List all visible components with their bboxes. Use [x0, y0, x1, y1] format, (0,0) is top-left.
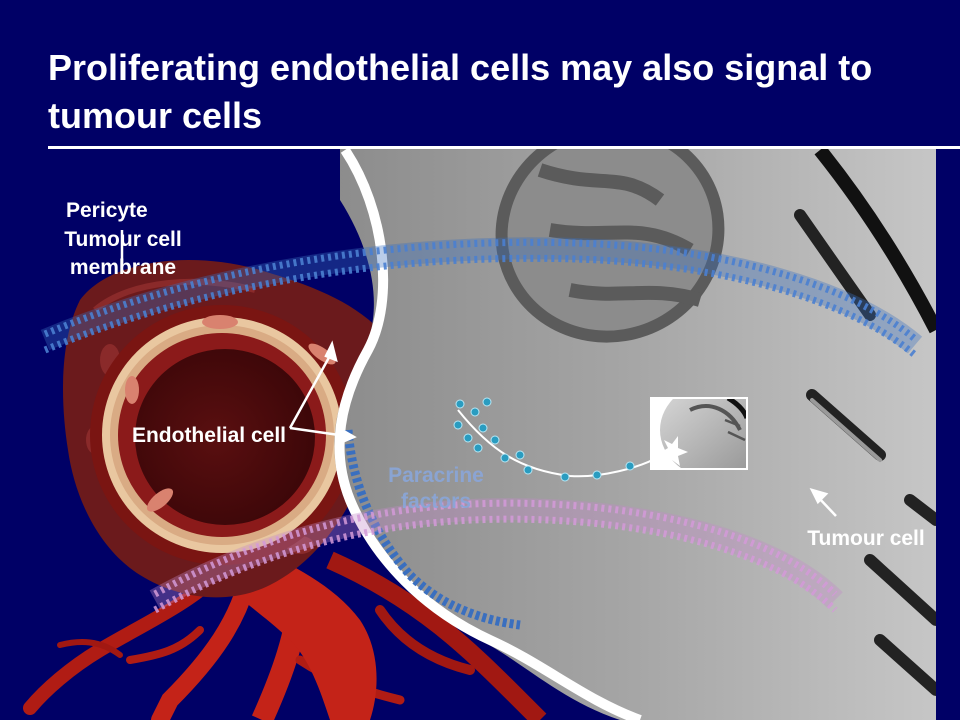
title-underline: [48, 146, 960, 149]
slide-title: Proliferating endothelial cells may also…: [48, 47, 873, 136]
membrane-bilayer-blue: [40, 237, 923, 358]
nucleus-edge: [814, 149, 936, 334]
label-tumour-cell: Tumour cell: [807, 527, 925, 550]
paracrine-signal-path: [453, 397, 661, 482]
label-endothelial-cell: Endothelial cell: [131, 424, 286, 447]
callout-lines: [120, 230, 837, 517]
membrane-bilayer-pink: [149, 498, 843, 614]
label-pericyte: Pericyte: [66, 199, 148, 222]
mitochondrion: [495, 149, 725, 343]
label-tumour-cell-membrane: Tumour cell membrane: [64, 228, 182, 279]
receptor-inset: [650, 397, 748, 470]
tumour-cell-body: [334, 149, 936, 720]
label-paracrine-factors: Paracrine factors: [388, 464, 484, 513]
endoplasmic-reticulum: [794, 209, 936, 696]
blood-vessel: [90, 305, 354, 565]
